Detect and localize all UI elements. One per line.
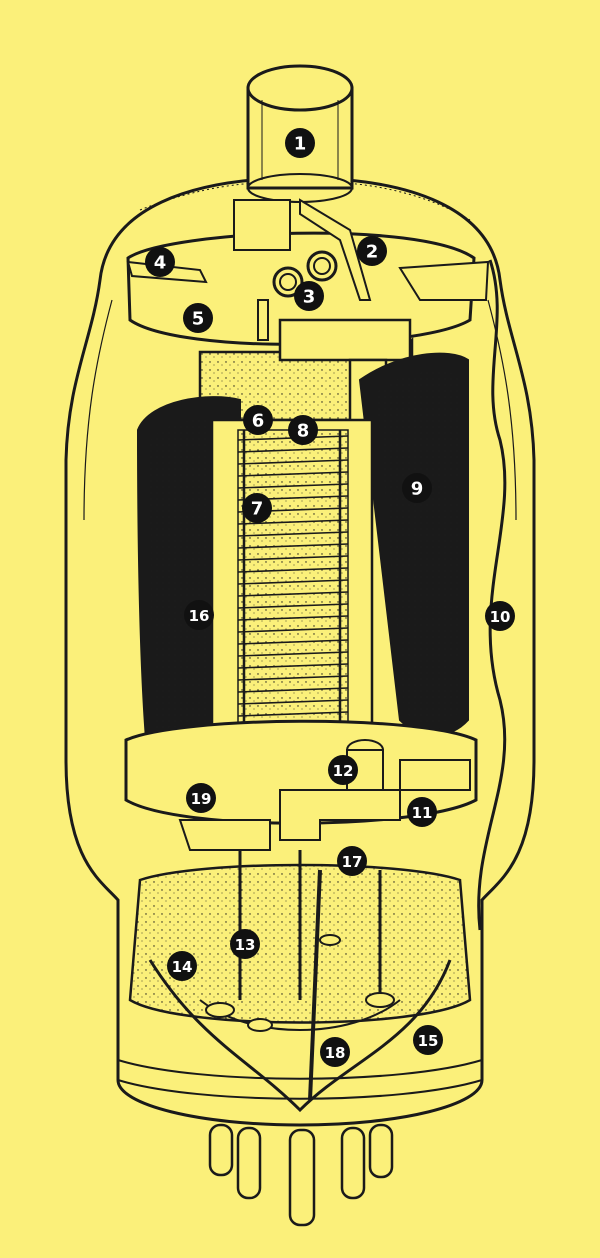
callout-badge: [407, 797, 437, 827]
callout-badge: [485, 601, 515, 631]
callout-14: 14: [167, 951, 197, 981]
callout-15: 15: [413, 1025, 443, 1055]
callout-7: 7: [242, 493, 272, 523]
callout-19: 19: [186, 783, 216, 813]
callout-16: 16: [184, 600, 214, 630]
callout-3: 3: [294, 281, 324, 311]
callout-4: 4: [145, 247, 175, 277]
callout-badge: [413, 1025, 443, 1055]
callout-number: 12: [333, 762, 354, 780]
callout-number: 6: [252, 411, 265, 432]
callout-2: 2: [357, 236, 387, 266]
callout-badge: [230, 929, 260, 959]
callout-number: 9: [411, 479, 424, 500]
callout-number: 14: [172, 958, 193, 976]
grid-structure: [210, 418, 374, 752]
callout-number: 7: [251, 499, 264, 520]
callout-9: 9: [402, 473, 432, 503]
callout-badge: [357, 236, 387, 266]
callout-number: 13: [235, 936, 256, 954]
callout-13: 13: [230, 929, 260, 959]
callout-badge: [288, 415, 318, 445]
callout-number: 4: [154, 253, 167, 274]
callout-18: 18: [320, 1037, 350, 1067]
callout-5: 5: [183, 303, 213, 333]
callout-number: 8: [297, 421, 310, 442]
callout-number: 19: [191, 790, 212, 808]
callout-12: 12: [328, 755, 358, 785]
callout-number: 11: [412, 804, 433, 822]
callout-badge: [285, 128, 315, 158]
callout-badge: [186, 783, 216, 813]
callout-number: 1: [294, 134, 307, 155]
callout-6: 6: [243, 405, 273, 435]
callout-number: 16: [189, 607, 210, 625]
callout-badge: [328, 755, 358, 785]
callout-badge: [167, 951, 197, 981]
callout-badge: [337, 846, 367, 876]
callout-number: 2: [366, 242, 379, 263]
callout-8: 8: [288, 415, 318, 445]
base-pins: [208, 1123, 394, 1227]
stem-base: [128, 850, 472, 1113]
callout-10: 10: [485, 601, 515, 631]
callout-number: 5: [192, 309, 205, 330]
callout-number: 3: [303, 287, 316, 308]
glass-envelope: [64, 176, 536, 1127]
callout-number: 18: [325, 1044, 346, 1062]
callout-badge: [294, 281, 324, 311]
callout-number: 10: [490, 608, 511, 626]
callout-17: 17: [337, 846, 367, 876]
callout-1: 1: [285, 128, 315, 158]
callout-11: 11: [407, 797, 437, 827]
callout-number: 15: [418, 1032, 439, 1050]
callout-badge: [320, 1037, 350, 1067]
callout-badge: [183, 303, 213, 333]
callout-badge: [145, 247, 175, 277]
callout-badge: [402, 473, 432, 503]
callout-badge: [242, 493, 272, 523]
callout-number: 17: [342, 853, 363, 871]
lower-mica-disc: [124, 719, 478, 851]
callout-badge: [184, 600, 214, 630]
callout-badge: [243, 405, 273, 435]
